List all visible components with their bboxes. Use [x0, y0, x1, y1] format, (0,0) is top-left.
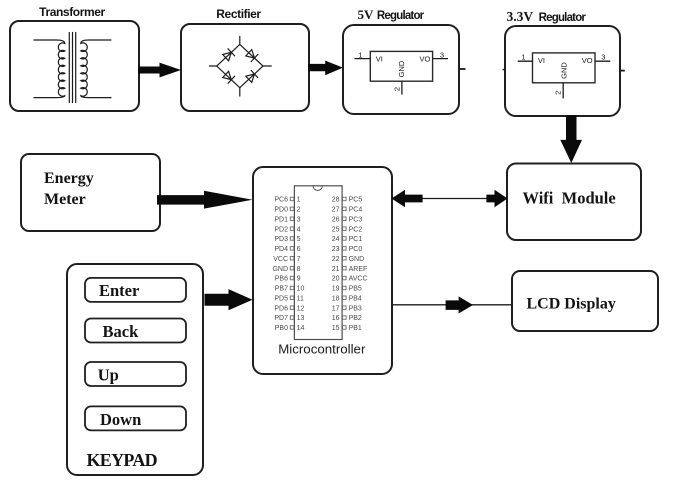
svg-text:PC0: PC0 [349, 246, 363, 253]
svg-text:PB2: PB2 [349, 315, 362, 322]
svg-text:6: 6 [297, 246, 301, 253]
svg-text:26: 26 [332, 216, 340, 223]
svg-text:7: 7 [297, 256, 301, 263]
svg-text:2: 2 [554, 91, 563, 95]
svg-text:PD7: PD7 [274, 315, 288, 322]
svg-text:PB3: PB3 [349, 305, 362, 312]
svg-text:PC6: PC6 [274, 197, 288, 204]
svg-text:PB7: PB7 [275, 286, 288, 293]
svg-text:PD2: PD2 [274, 226, 288, 233]
svg-text:GND: GND [272, 266, 288, 273]
svg-text:Rectifier: Rectifier [216, 7, 261, 21]
svg-text:11: 11 [297, 295, 304, 302]
svg-text:28: 28 [332, 197, 340, 204]
svg-text:KEYPAD: KEYPAD [87, 450, 158, 470]
svg-text:Transformer: Transformer [39, 5, 105, 19]
svg-text:27: 27 [332, 207, 340, 214]
svg-text:21: 21 [332, 266, 340, 273]
svg-text:Up: Up [98, 365, 119, 384]
svg-text:VCC: VCC [273, 256, 288, 263]
svg-text:Enter: Enter [99, 281, 139, 300]
svg-text:PD3: PD3 [274, 236, 288, 243]
svg-text:PD5: PD5 [274, 295, 288, 302]
svg-text:2: 2 [393, 87, 402, 91]
svg-text:5: 5 [297, 236, 301, 243]
svg-text:17: 17 [332, 305, 340, 312]
svg-text:1: 1 [297, 197, 301, 204]
svg-text:24: 24 [332, 236, 340, 243]
svg-text:Back: Back [103, 322, 140, 341]
svg-text:PB5: PB5 [349, 286, 362, 293]
svg-text:25: 25 [332, 226, 340, 233]
svg-text:Microcontroller: Microcontroller [278, 342, 366, 357]
svg-text:LCD Display: LCD Display [527, 296, 616, 313]
svg-text:PC5: PC5 [349, 197, 363, 204]
svg-text:3: 3 [601, 53, 605, 62]
svg-text:PC4: PC4 [349, 207, 363, 214]
svg-text:VO: VO [420, 55, 431, 64]
svg-text:14: 14 [297, 325, 305, 332]
svg-text:VI: VI [376, 55, 383, 64]
svg-text:3: 3 [297, 216, 301, 223]
svg-text:VO: VO [582, 56, 593, 65]
svg-text:PD1: PD1 [274, 216, 288, 223]
svg-text:PD6: PD6 [274, 305, 288, 312]
svg-text:20: 20 [332, 276, 340, 283]
svg-text:PB6: PB6 [275, 276, 288, 283]
svg-text:Down: Down [100, 410, 141, 429]
svg-text:15: 15 [332, 325, 340, 332]
svg-text:Meter: Meter [44, 191, 86, 208]
svg-text:GND: GND [349, 256, 365, 263]
svg-text:19: 19 [332, 286, 340, 293]
svg-text:AVCC: AVCC [349, 276, 368, 283]
svg-text:PB4: PB4 [349, 295, 362, 302]
svg-text:18: 18 [332, 295, 340, 302]
svg-text:PC3: PC3 [349, 216, 363, 223]
svg-text:AREF: AREF [349, 266, 368, 273]
svg-text:Energy: Energy [44, 170, 94, 187]
svg-text:23: 23 [332, 246, 340, 253]
svg-text:13: 13 [297, 315, 305, 322]
svg-text:VI: VI [538, 56, 545, 65]
svg-text:4: 4 [297, 226, 301, 233]
svg-text:PB1: PB1 [349, 325, 362, 332]
svg-text:PB0: PB0 [275, 325, 288, 332]
svg-text:PC2: PC2 [349, 226, 363, 233]
svg-text:GND: GND [559, 62, 568, 79]
svg-text:8: 8 [297, 266, 301, 273]
svg-text:1: 1 [521, 53, 525, 62]
svg-text:12: 12 [297, 305, 305, 312]
svg-text:PD0: PD0 [274, 207, 288, 214]
svg-text:10: 10 [297, 286, 305, 293]
svg-text:22: 22 [332, 256, 340, 263]
svg-text:3: 3 [440, 50, 444, 59]
svg-text:2: 2 [297, 207, 301, 214]
svg-text:PC1: PC1 [349, 236, 363, 243]
svg-text:GND: GND [397, 60, 406, 77]
svg-text:PD4: PD4 [274, 246, 288, 253]
svg-text:9: 9 [297, 276, 301, 283]
svg-text:Wifi Module: Wifi Module [523, 188, 616, 207]
svg-text:16: 16 [332, 315, 340, 322]
svg-text:1: 1 [358, 50, 362, 59]
